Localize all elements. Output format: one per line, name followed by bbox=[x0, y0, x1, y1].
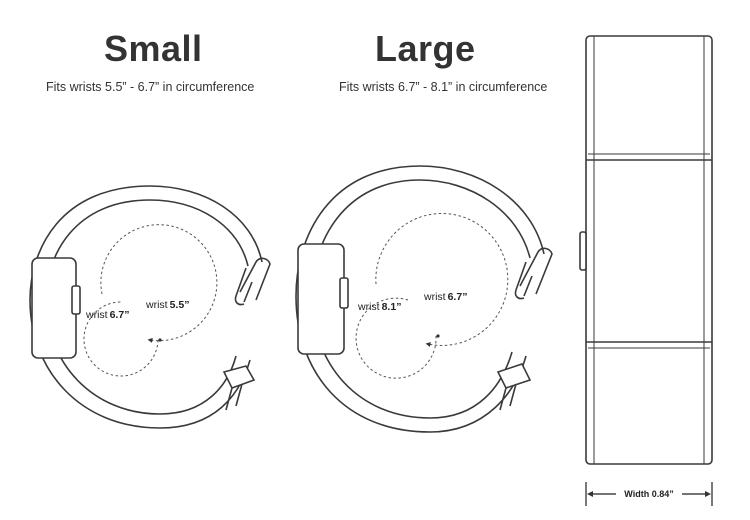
small-inner-wrist-arc bbox=[83, 301, 159, 377]
small-band-tracker bbox=[31, 257, 81, 359]
large-band-keeper bbox=[496, 363, 532, 411]
width-dimension bbox=[585, 482, 713, 506]
small-inner-arc-dot bbox=[158, 338, 162, 342]
large-outer-wrist-arc bbox=[375, 212, 509, 347]
flat-band-side-button bbox=[579, 231, 587, 271]
flat-band-illustration bbox=[579, 35, 713, 465]
large-band-illustration bbox=[295, 165, 553, 433]
flat-band-outline bbox=[585, 35, 713, 465]
large-band-clasp bbox=[514, 247, 553, 300]
small-band-loop bbox=[29, 185, 263, 429]
small-band-keeper bbox=[222, 365, 256, 411]
small-size-subtitle: Fits wrists 5.5” - 6.7” in circumference bbox=[46, 80, 255, 94]
large-band-tracker bbox=[297, 243, 349, 355]
small-band-illustration bbox=[29, 185, 271, 429]
small-wrist-arcs bbox=[83, 224, 218, 377]
large-size-title: Large bbox=[375, 28, 476, 69]
small-size-title: Small bbox=[104, 28, 203, 69]
small-band-clasp bbox=[234, 257, 271, 306]
width-label: Width 0.84” bbox=[624, 489, 673, 499]
large-inner-arc-dot bbox=[436, 334, 440, 338]
large-size-subtitle: Fits wrists 6.7” - 8.1” in circumference bbox=[339, 80, 548, 94]
large-band-loop bbox=[295, 165, 545, 433]
large-inner-wrist-arc bbox=[355, 297, 437, 379]
large-wrist-arcs bbox=[355, 212, 509, 379]
small-outer-wrist-arc bbox=[100, 224, 218, 343]
